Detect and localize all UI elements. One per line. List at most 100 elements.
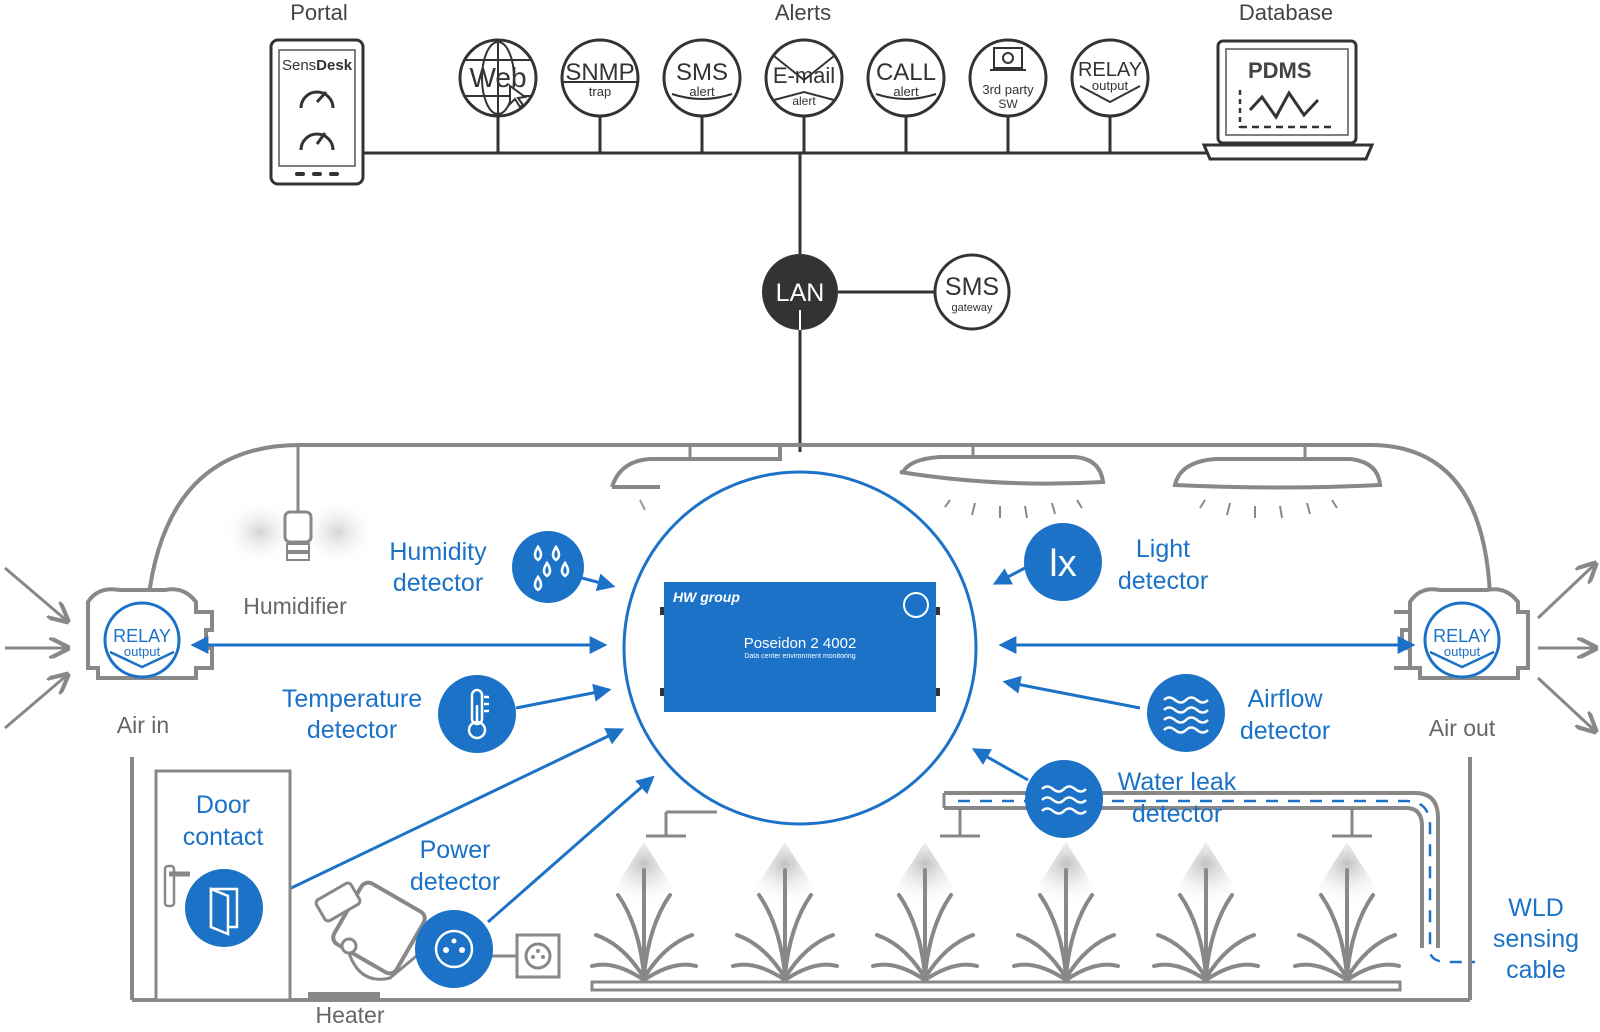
door-icon: [209, 887, 239, 936]
poseidon-device[interactable]: HW group Poseidon 2 4002 Data center env…: [660, 582, 940, 712]
light-label-2: detector: [1118, 567, 1208, 595]
alert-sub-2: alert: [689, 84, 715, 99]
power-label-1: Power: [420, 836, 491, 864]
power-label-2: detector: [410, 868, 500, 896]
relay-out-sub: output: [1444, 644, 1481, 659]
alert-channel-0[interactable]: Web: [458, 38, 538, 153]
portal-header: Portal: [290, 0, 347, 25]
wld-label-1: WLD: [1508, 894, 1564, 922]
humidifier: [222, 447, 376, 566]
device-brand: HW group: [673, 589, 740, 605]
gear-icon: [990, 47, 1026, 71]
ceiling-lamp-left: [610, 446, 782, 511]
sms-gateway-sub: gateway: [952, 302, 993, 314]
alert-sub-3: alert: [792, 94, 816, 108]
humidity-label-1: Humidity: [389, 538, 487, 566]
temperature-detector[interactable]: [438, 675, 516, 753]
ceiling-lamp-right: [1172, 446, 1383, 519]
plant-0: [590, 842, 698, 982]
relay-icon: [1079, 85, 1141, 104]
room-roof: [146, 443, 1492, 603]
wall-socket: [490, 933, 561, 979]
air-in-arrows: [4, 566, 66, 730]
alert-main-4: CALL: [876, 59, 936, 86]
door-contact-detector[interactable]: [185, 869, 263, 947]
water-drops-icon: [533, 544, 570, 592]
humidity-detector[interactable]: [512, 531, 584, 603]
power-detector[interactable]: [415, 910, 493, 988]
water-leak-detector[interactable]: [1025, 760, 1103, 838]
temperature-label-1: Temperature: [282, 685, 422, 713]
alert-sub-4: alert: [893, 84, 919, 99]
airflow-waves-icon: [1163, 696, 1209, 734]
lan-node[interactable]: LAN: [762, 254, 838, 330]
sms-gateway-main: SMS: [945, 273, 999, 301]
light-detector[interactable]: lx: [1024, 523, 1102, 601]
relay-in-sub: output: [124, 644, 161, 659]
light-label-1: Light: [1136, 535, 1190, 563]
sms-icon: [671, 93, 733, 100]
database-laptop[interactable]: PDMS: [1201, 39, 1375, 161]
trident-icon: [903, 592, 929, 618]
humidifier-label: Humidifier: [243, 593, 347, 619]
call-icon: [875, 93, 937, 100]
globe-icon: [465, 40, 531, 116]
database-header: Database: [1239, 0, 1333, 25]
alert-sub-1: trap: [589, 84, 611, 99]
air-out-arrows: [1536, 565, 1594, 730]
door-label-1: Door: [196, 791, 250, 819]
db-screen-label: PDMS: [1248, 58, 1312, 83]
alerts-header: Alerts: [775, 0, 831, 25]
socket-icon: [434, 929, 474, 969]
plant-3: [1012, 842, 1120, 982]
air-in-label: Air in: [117, 712, 169, 738]
lan-label: LAN: [776, 279, 825, 307]
alert-main-2: SMS: [676, 59, 728, 86]
wld-label-2: sensing: [1493, 925, 1579, 953]
thermometer-icon: [467, 688, 489, 740]
plant-1: [731, 842, 839, 982]
portal-tablet[interactable]: SensDesk: [269, 38, 365, 186]
lux-icon: lx: [1049, 543, 1076, 585]
door-label-2: contact: [183, 823, 264, 851]
airflow-label-1: Airflow: [1247, 685, 1323, 713]
sms-gateway[interactable]: SMS gateway: [933, 253, 1011, 331]
plant-5: [1293, 842, 1401, 982]
heater-label: Heater: [315, 1002, 384, 1027]
relay-out-main: RELAY: [1433, 626, 1491, 646]
portal-brand-desk: Desk: [316, 57, 353, 74]
airflow-label-2: detector: [1240, 717, 1330, 745]
alert-main-6: RELAY: [1078, 59, 1142, 81]
air-out-label: Air out: [1429, 715, 1496, 741]
temperature-label-2: detector: [307, 716, 397, 744]
device-model: Poseidon 2 4002: [744, 635, 857, 652]
plants: [590, 842, 1401, 982]
alert-main-5: 3rd party: [982, 82, 1034, 97]
alert-main-0: Web: [469, 62, 526, 93]
air-in-fan-unit[interactable]: RELAY output: [86, 587, 214, 680]
alert-sub-6: output: [1092, 78, 1129, 93]
airflow-detector[interactable]: [1147, 674, 1225, 752]
plant-2: [871, 842, 979, 982]
plant-tray: [590, 980, 1402, 992]
wld-label-3: cable: [1506, 956, 1566, 984]
water-label-2: detector: [1132, 800, 1222, 828]
device-subtitle: Data center environment monitoring: [744, 653, 855, 660]
water-waves-icon: [1041, 785, 1087, 815]
plant-4: [1152, 842, 1260, 982]
alert-channel-3[interactable]: E-mail alert: [764, 38, 844, 153]
alert-main-3: E-mail: [773, 63, 835, 88]
humidity-label-2: detector: [393, 569, 483, 597]
air-out-fan-unit[interactable]: RELAY output: [1394, 587, 1530, 680]
portal-brand-sens: Sens: [282, 57, 316, 74]
relay-in-main: RELAY: [113, 626, 171, 646]
water-label-1: Water leak: [1118, 768, 1237, 796]
